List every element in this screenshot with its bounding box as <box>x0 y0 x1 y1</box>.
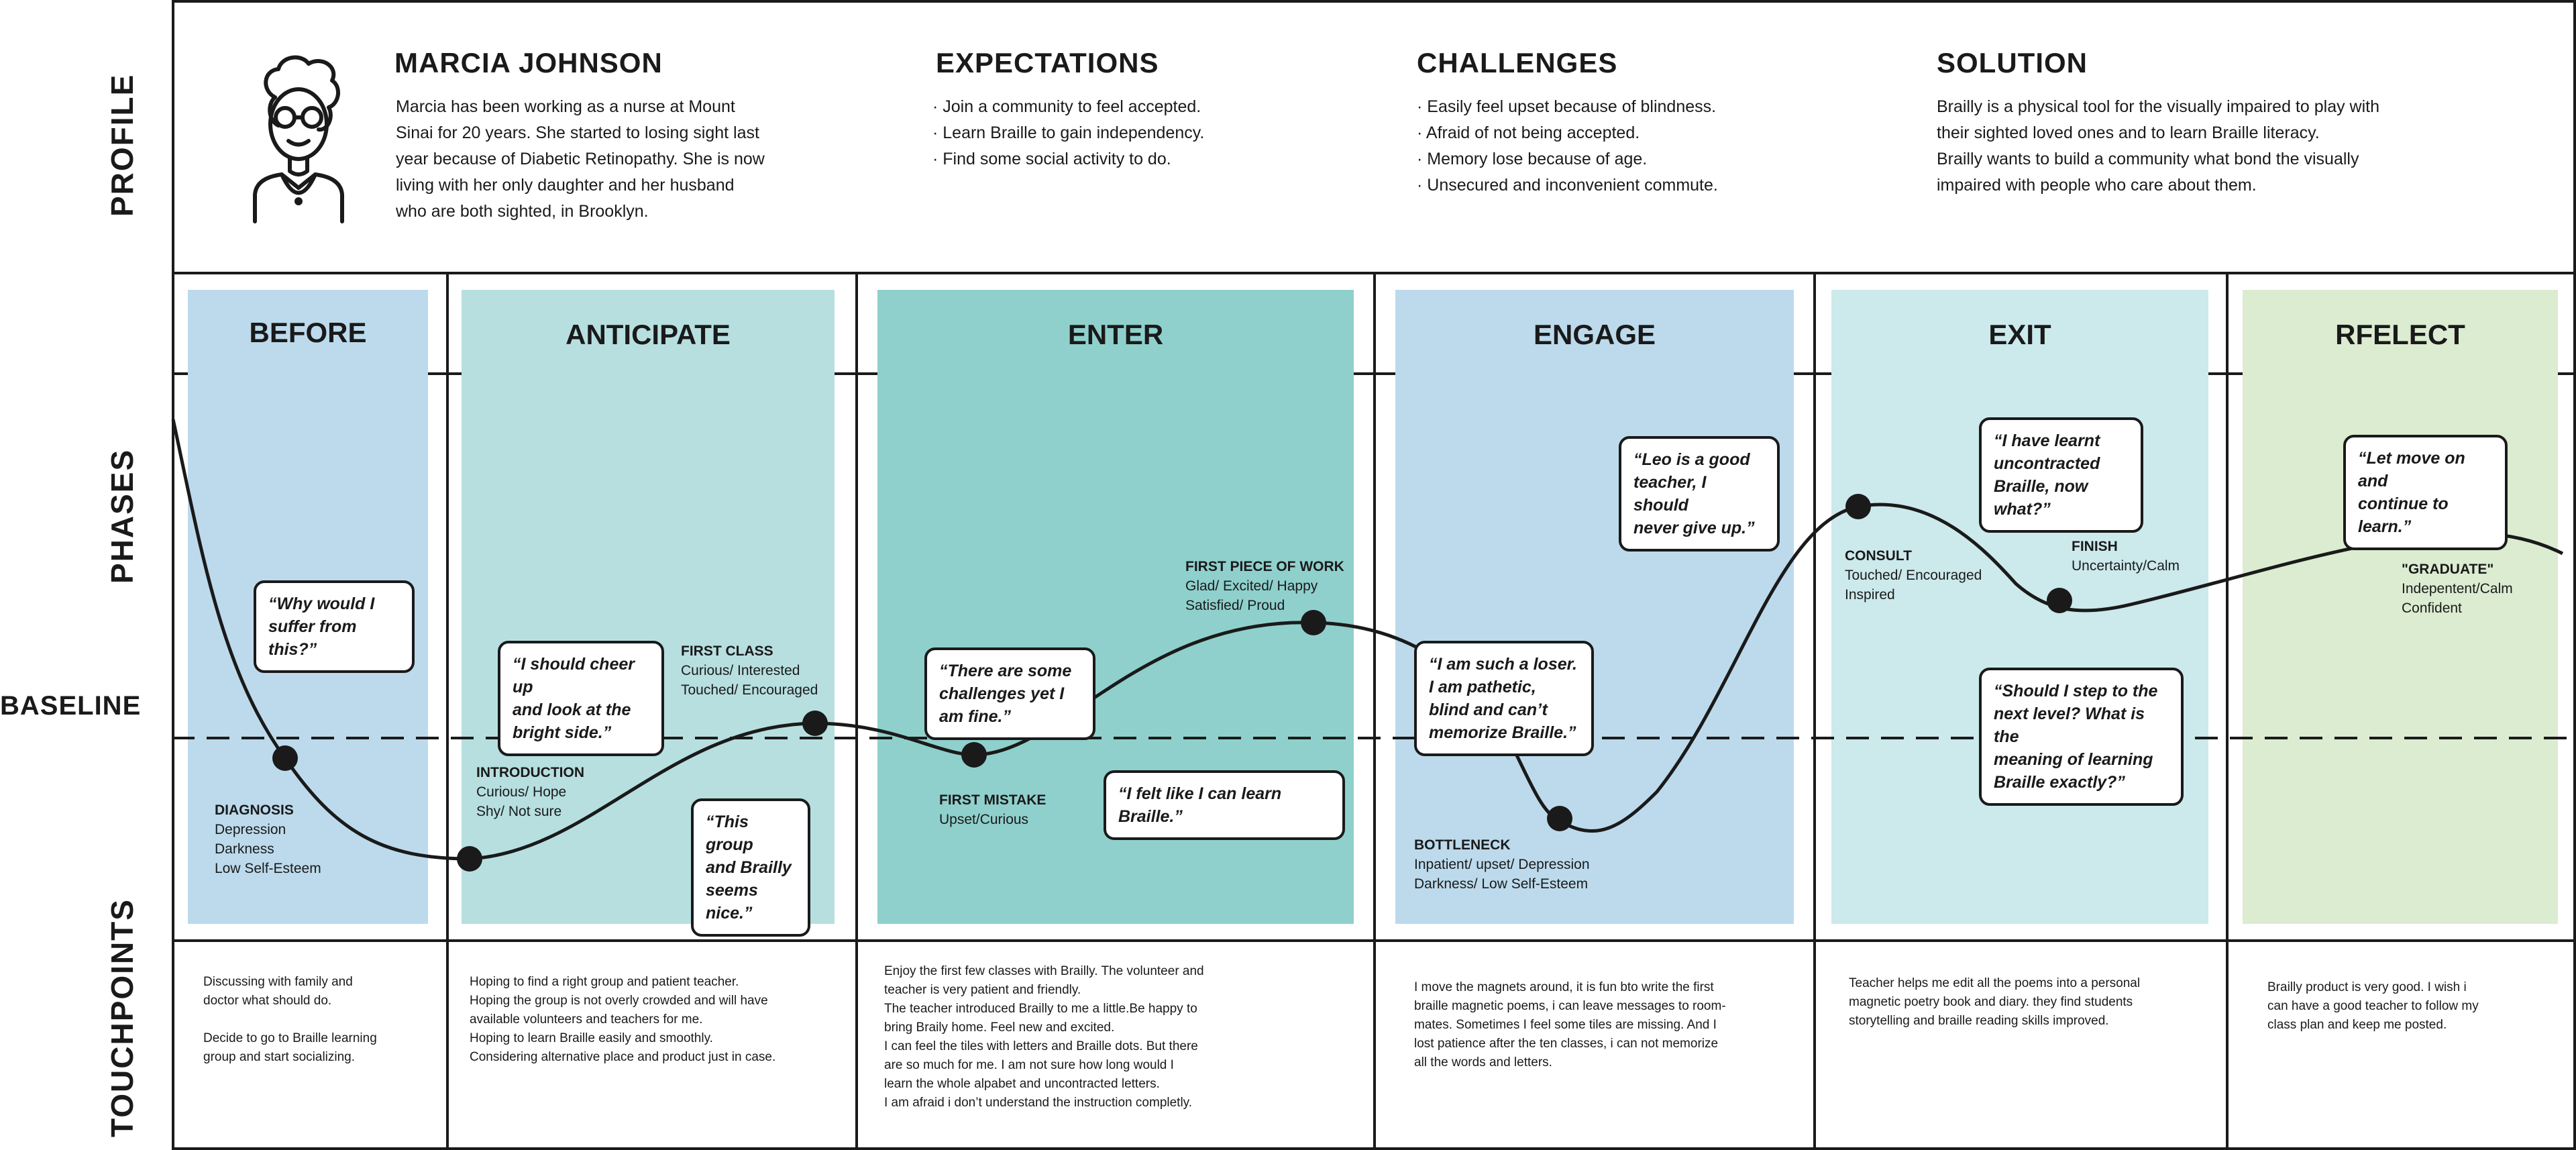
persona-bio: Marcia has been working as a nurse at Mo… <box>396 97 765 221</box>
quote-group-nice: “This group and Brailly seems nice.” <box>691 798 810 937</box>
point-finish <box>2047 588 2072 613</box>
point-first-mistake <box>961 742 987 768</box>
phase-title-engage: ENGAGE <box>1533 319 1656 350</box>
quote-can-learn: “I felt like I can learn Braille.” <box>1104 770 1345 840</box>
col-divider-5 <box>2226 272 2229 1150</box>
col-divider-3 <box>1373 272 1376 1150</box>
challenges-list: · Easily feel upset because of blindness… <box>1417 97 1718 195</box>
quote-cheer-up: “I should cheer up and look at the brigh… <box>498 641 664 756</box>
phase-box-exit <box>1831 290 2208 924</box>
col-divider-2 <box>855 272 858 1150</box>
quote-why-suffer: “Why would I suffer from this?” <box>254 580 415 673</box>
baseline-label: BASELINE <box>0 691 142 721</box>
phase-box-engage <box>1395 290 1794 924</box>
point-diagnosis <box>272 745 298 771</box>
phase-box-reflect <box>2243 290 2558 924</box>
phase-title-before: BEFORE <box>249 317 367 348</box>
phase-title-reflect: RFELECT <box>2335 319 2465 350</box>
quote-loser: “I am such a loser. I am pathetic, blind… <box>1414 641 1594 756</box>
persona-avatar-icon <box>248 50 349 225</box>
touchpoint-engage: I move the magnets around, it is fun bto… <box>1414 980 1726 1069</box>
solution-title: SOLUTION <box>1937 47 2088 79</box>
quote-now-what: “I have learnt uncontracted Braille, now… <box>1979 417 2143 533</box>
touchpoint-reflect: Brailly product is very good. I wish i c… <box>2267 980 2479 1032</box>
point-bottleneck <box>1547 806 1572 831</box>
touchpoint-exit: Teacher helps me edit all the poems into… <box>1849 976 2141 1028</box>
point-first-class <box>802 711 828 736</box>
quote-next-level: “Should I step to the next level? What i… <box>1979 668 2184 806</box>
expectations-list: · Join a community to feel accepted. · L… <box>932 97 1205 168</box>
mood-graduate: "GRADUATE"Indepentent/Calm Confident <box>2402 562 2513 616</box>
phase-title-enter: ENTER <box>1067 319 1164 350</box>
col-divider-1 <box>446 272 449 1150</box>
point-first-work <box>1301 610 1326 635</box>
quote-challenges-fine: “There are some challenges yet I am fine… <box>924 647 1095 740</box>
quote-leo-teacher: “Leo is a good teacher, I should never g… <box>1619 436 1780 552</box>
point-introduction <box>457 846 482 872</box>
quote-move-on: “Let move on and continue to learn.” <box>2343 435 2508 550</box>
phase-title-exit: EXIT <box>1988 319 2051 350</box>
persona-name: MARCIA JOHNSON <box>394 47 663 79</box>
solution-text: Brailly is a physical tool for the visua… <box>1937 97 2379 195</box>
touchpoint-enter: Enjoy the first few classes with Brailly… <box>884 964 1204 1110</box>
col-divider-4 <box>1813 272 1816 1150</box>
point-consult <box>1845 494 1871 519</box>
phase-title-anticipate: ANTICIPATE <box>566 319 731 350</box>
challenges-title: CHALLENGES <box>1417 47 1618 79</box>
touchpoint-anticipate: Hoping to find a right group and patient… <box>470 975 776 1064</box>
touchpoint-before: Discussing with family and doctor what s… <box>203 975 377 1064</box>
expectations-title: EXPECTATIONS <box>936 47 1159 79</box>
